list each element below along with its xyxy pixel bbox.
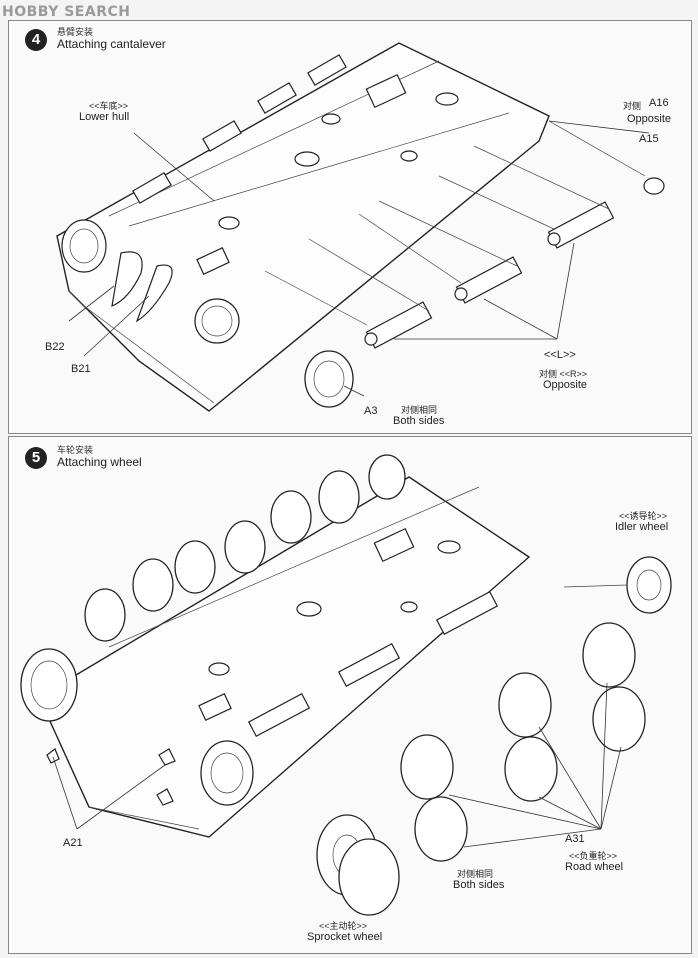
idler-wheel	[626, 556, 672, 614]
step-5-title-cn: 车轮安装	[57, 445, 94, 455]
hull-port	[218, 216, 240, 230]
suspension-arm	[435, 591, 499, 635]
hull-port	[400, 601, 418, 613]
top-bracket	[132, 172, 172, 204]
hull-hatch	[196, 247, 230, 275]
suspension-arm	[247, 693, 311, 737]
step-4-title-en: Attaching cantalever	[57, 37, 166, 51]
both-sides-label: Both sides	[453, 879, 505, 891]
part-b21	[135, 264, 173, 323]
sprocket-label-cn: <<主动轮>>	[319, 921, 368, 931]
suspension-arm-3	[547, 201, 615, 249]
hull-port	[296, 601, 322, 617]
road-wheel-label-cn: <<负重轮>>	[569, 851, 618, 861]
hull-port	[294, 151, 320, 167]
hull-port	[321, 113, 341, 125]
hull-port	[435, 92, 459, 106]
step-5-panel: 5 车轮安装 Attaching wheel <<诱导轮>> Idler whe…	[8, 436, 692, 954]
idler-label: Idler wheel	[615, 521, 669, 533]
a16-prefix: 对侧	[623, 101, 642, 111]
a16-opposite: Opposite	[627, 113, 672, 125]
a15-label: A15	[639, 133, 659, 145]
top-bracket	[202, 120, 242, 152]
step-4-panel: 4 悬臂安装 Attaching cantalever <<车底>> Lower…	[8, 20, 692, 434]
watermark: HOBBY SEARCH	[2, 4, 131, 20]
hull-port	[400, 150, 418, 162]
suspension-arm-2	[454, 256, 523, 304]
near-road-wheels	[400, 622, 646, 862]
lower-hull-label: Lower hull	[79, 111, 130, 123]
a3-label: A3	[364, 405, 378, 417]
road-wheel-label: Road wheel	[565, 861, 624, 873]
sprocket-ring	[194, 298, 240, 344]
sprocket-label: Sprocket wheel	[307, 931, 383, 943]
b21-label: B21	[71, 363, 91, 375]
right-opposite: Opposite	[543, 379, 588, 391]
a3-cn: 对侧相同	[401, 405, 438, 415]
final-drive	[200, 740, 254, 806]
step-4-number: 4	[25, 29, 47, 51]
a16-label: A16	[649, 97, 669, 109]
far-road-wheels	[84, 454, 406, 642]
lower-hull	[56, 42, 550, 412]
step-5-drawing	[20, 454, 672, 916]
b22-label: B22	[45, 341, 65, 353]
hull-port	[208, 662, 230, 676]
top-bracket	[307, 54, 347, 86]
step-4-drawing	[56, 42, 665, 412]
a3-both-sides: Both sides	[393, 415, 445, 427]
hull-hatch	[373, 527, 415, 563]
top-bracket	[257, 82, 297, 114]
right-label-cn: 对侧 <<R>>	[539, 369, 588, 379]
left-label: <<L>>	[544, 349, 576, 361]
step-5-number: 5	[25, 447, 47, 469]
sprocket-wheel-inner	[338, 838, 400, 916]
part-a21	[46, 748, 60, 764]
part-b22	[111, 251, 143, 307]
lower-hull-label-cn: <<车底>>	[89, 101, 129, 111]
hull-hatch	[365, 73, 407, 109]
suspension-arm	[337, 643, 401, 687]
step-4-title-cn: 悬臂安装	[57, 27, 94, 37]
both-sides-cn: 对侧相同	[457, 869, 494, 879]
a31-label: A31	[565, 833, 585, 845]
far-sprocket	[20, 648, 78, 722]
idler-label-cn: <<诱导轮>>	[619, 511, 668, 521]
part-a21	[158, 748, 176, 766]
part-a3	[304, 350, 354, 408]
a21-label: A21	[63, 837, 83, 849]
suspension-arm-1	[364, 301, 433, 349]
hull-port	[437, 540, 461, 554]
part-a21	[156, 788, 174, 806]
part-a15	[643, 177, 665, 195]
step-5-title-en: Attaching wheel	[57, 455, 142, 469]
final-drive-housing	[61, 219, 107, 273]
hull-hatch	[198, 693, 232, 721]
